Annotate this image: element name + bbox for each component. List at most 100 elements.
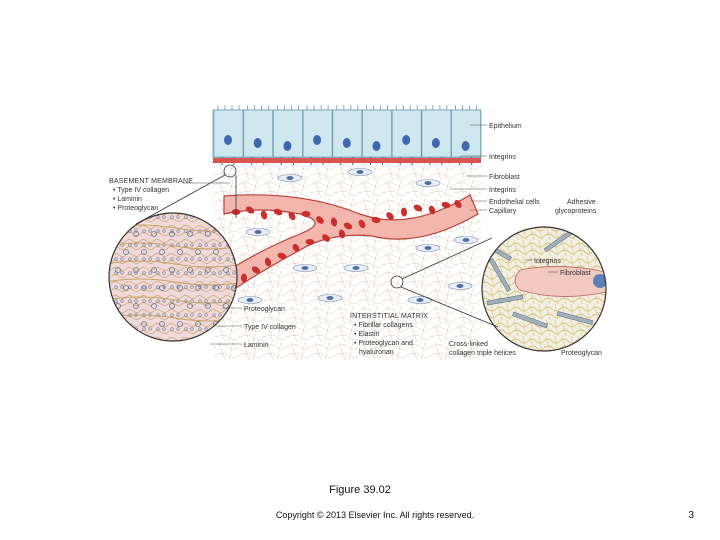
- cell-nucleus: [402, 135, 411, 145]
- red-blood-cell: [288, 211, 296, 221]
- label-cross-linked: Cross-linked: [449, 341, 488, 348]
- epithelial-cell: [332, 109, 363, 158]
- red-blood-cell: [371, 216, 381, 224]
- copyright-notice: Copyright © 2013 Elsevier Inc. All right…: [275, 510, 475, 520]
- red-blood-cell: [454, 200, 462, 208]
- red-blood-cell: [277, 252, 287, 260]
- label-integrins-mid: Integrins: [489, 187, 516, 194]
- red-blood-cell: [251, 266, 261, 274]
- capillary: [223, 194, 479, 289]
- epithelial-cell: [421, 109, 452, 158]
- type-iv-collagen-coil: [133, 303, 139, 309]
- label-fibroblast: Fibroblast: [489, 174, 520, 181]
- type-iv-collagen-coil: [141, 285, 147, 291]
- type-iv-collagen-coil: [169, 231, 175, 237]
- basement-membrane-item-3: • Proteoglycan: [113, 205, 158, 212]
- red-blood-cell: [264, 257, 272, 267]
- red-blood-cell: [292, 243, 300, 253]
- red-blood-cell: [358, 219, 366, 229]
- type-iv-collagen-coil: [223, 303, 229, 309]
- collagen-triple-helix: [486, 294, 524, 306]
- red-blood-cell: [413, 204, 423, 212]
- cell-nucleus: [283, 141, 292, 151]
- cell-nucleus: [224, 135, 232, 145]
- type-iv-collagen-coil: [133, 231, 139, 237]
- figure-caption: Figure 39.02: [329, 484, 391, 496]
- red-blood-cells: [231, 200, 462, 283]
- epithelial-cell: [213, 109, 244, 158]
- interstitial-matrix-magnified: [481, 226, 607, 352]
- type-iv-collagen-coil: [195, 249, 201, 255]
- page-number: 3: [688, 510, 694, 521]
- type-iv-collagen-coil: [159, 285, 165, 291]
- label-proteoglycan-left: Proteoglycan: [244, 306, 285, 313]
- interstitial-matrix-item-1: • Fibrillar collagens: [354, 322, 413, 329]
- red-blood-cell: [428, 205, 436, 215]
- collagen-triple-helix: [512, 311, 548, 329]
- label-integrins-right: Integrins: [534, 258, 561, 265]
- type-iv-collagen-coil: [141, 321, 147, 327]
- epithelium-layer: [212, 105, 482, 165]
- type-iv-collagen-coil: [169, 303, 175, 309]
- interstitial-matrix-item-4: hyaluronan: [359, 349, 394, 356]
- type-iv-collagen-coil: [123, 249, 129, 255]
- red-blood-cell: [301, 210, 311, 218]
- interstitial-matrix-item-2: • Elastin: [354, 331, 380, 338]
- cell-nucleus: [461, 141, 470, 151]
- label-adhesive: Adhesive: [567, 199, 596, 206]
- red-blood-cell: [386, 212, 394, 220]
- laminin-strand: [109, 278, 237, 286]
- epithelial-cell: [451, 109, 481, 158]
- type-iv-collagen-coil: [205, 303, 211, 309]
- collagen-triple-helix: [556, 311, 594, 325]
- type-iv-collagen-coil: [223, 267, 229, 273]
- basement-membrane-item-2: • Laminin: [113, 196, 142, 203]
- type-iv-collagen-coil: [151, 231, 157, 237]
- collagen-triple-helix: [488, 258, 512, 292]
- basement-membrane-heading: BASEMENT MEMBRANE: [109, 178, 193, 185]
- basement-membrane-magnified: [108, 212, 238, 342]
- laminin-strand: [109, 260, 237, 268]
- epithelial-cell: [243, 109, 274, 158]
- type-iv-collagen-coil: [151, 267, 157, 273]
- type-iv-collagen-coil: [195, 285, 201, 291]
- type-iv-collagen-coil: [187, 231, 193, 237]
- cell-nucleus: [253, 138, 262, 148]
- epithelial-cell: [391, 109, 422, 158]
- red-blood-cell: [322, 234, 330, 242]
- cell-nucleus: [313, 135, 322, 145]
- label-integrins-top: Integrins: [489, 154, 516, 161]
- type-iv-collagen-coil: [151, 303, 157, 309]
- type-iv-collagen-coil: [213, 285, 219, 291]
- red-blood-cell: [316, 216, 324, 224]
- red-blood-cell: [305, 238, 315, 246]
- interstitial-matrix-item-3: • Proteoglycan and: [354, 340, 413, 347]
- type-iv-collagen-coil: [169, 267, 175, 273]
- label-fibroblast-right: Fibroblast: [560, 270, 591, 277]
- type-iv-collagen-coil: [123, 285, 129, 291]
- red-blood-cell: [338, 229, 346, 239]
- type-iv-collagen-coil: [187, 267, 193, 273]
- cell-nucleus: [372, 141, 381, 151]
- type-iv-collagen-coil: [213, 249, 219, 255]
- type-iv-collagen-coil: [187, 303, 193, 309]
- type-iv-collagen-coil: [177, 285, 183, 291]
- label-collagen-triple-helices: collagen triple helices: [449, 350, 516, 357]
- basement-membrane-item-1: • Type IV collagen: [113, 187, 169, 194]
- red-blood-cell: [400, 207, 408, 217]
- type-iv-collagen-coil: [205, 231, 211, 237]
- red-blood-cell: [245, 206, 255, 214]
- red-blood-cell: [343, 222, 353, 230]
- basement-membrane-band: [213, 158, 481, 163]
- cell-nucleus: [342, 138, 351, 148]
- epithelial-cell: [302, 109, 333, 158]
- type-iv-collagen-coil: [195, 321, 201, 327]
- label-capillary: Capillary: [489, 208, 517, 215]
- type-iv-collagen-coil: [133, 267, 139, 273]
- type-iv-collagen-coil: [115, 267, 121, 273]
- type-iv-collagen-coil: [159, 249, 165, 255]
- label-glycoproteins: glycoproteins: [555, 208, 597, 215]
- red-blood-cell: [260, 210, 268, 220]
- type-iv-collagen-coil: [141, 249, 147, 255]
